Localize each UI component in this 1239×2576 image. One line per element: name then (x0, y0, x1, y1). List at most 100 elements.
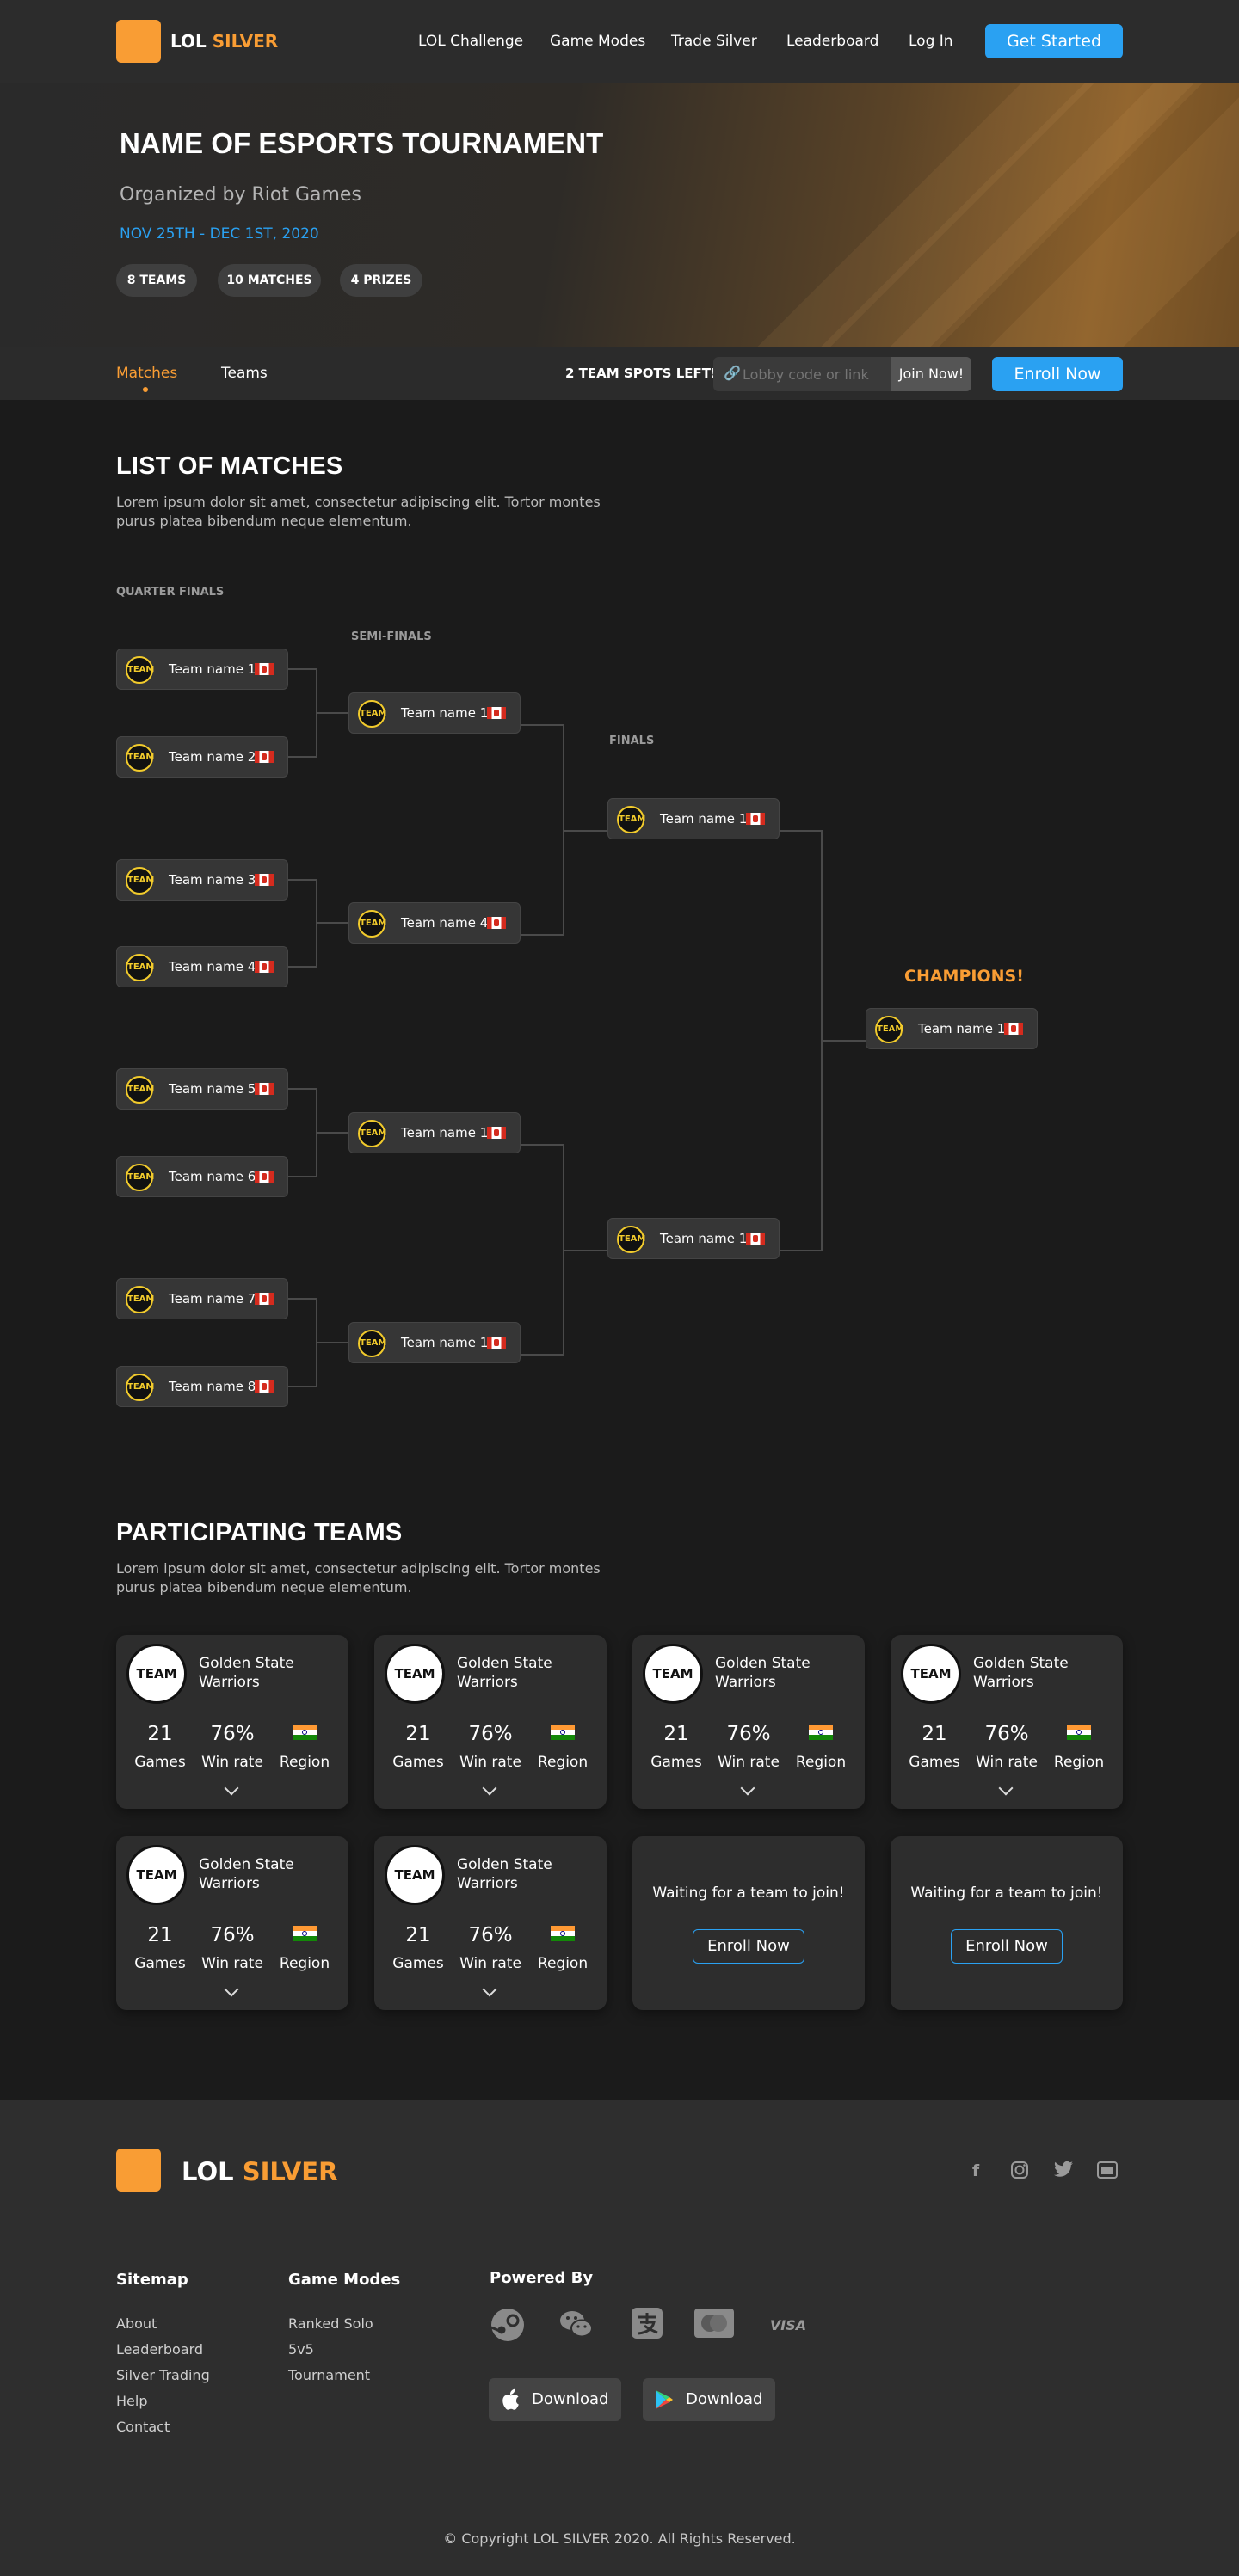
team-logo-avatar: TEAM (617, 1226, 645, 1253)
logo-text[interactable]: LOL SILVER (170, 31, 278, 52)
get-started-button[interactable]: Get Started (985, 24, 1123, 58)
logo-mark[interactable] (116, 20, 161, 63)
tab-bar: Matches Teams 2 TEAM SPOTS LEFT! 🔗 Join … (0, 347, 1239, 400)
finals-label: FINALS (609, 735, 655, 747)
team-logo-avatar: TEAM (126, 1845, 187, 1905)
expand-chevron-icon[interactable] (482, 1780, 497, 1796)
canada-flag-icon (255, 1380, 274, 1393)
games-label: Games (650, 1754, 702, 1771)
team-logo-avatar: TEAM (385, 1644, 445, 1704)
slot-enroll-button[interactable]: Enroll Now (693, 1929, 804, 1964)
mastercard-icon (693, 2308, 736, 2342)
matches-section-title: LIST OF MATCHES (116, 452, 343, 480)
nav-log-in[interactable]: Log In (909, 33, 953, 50)
top-nav: LOL SILVER LOL Challenge Game Modes Trad… (0, 0, 1239, 83)
team-logo-avatar: TEAM (358, 910, 386, 938)
google-play-download-button[interactable]: Download (643, 2378, 775, 2421)
team-logo-avatar: TEAM (126, 656, 154, 684)
empty-team-slot-card[interactable]: Waiting for a team to join!Enroll Now (891, 1836, 1123, 2010)
expand-chevron-icon[interactable] (740, 1780, 755, 1796)
enroll-now-button[interactable]: Enroll Now (992, 357, 1123, 391)
instagram-icon[interactable] (1009, 2161, 1030, 2181)
games-label: Games (392, 1754, 444, 1771)
matches-count-pill: 10 MATCHES (218, 264, 321, 297)
india-flag-icon (551, 1725, 575, 1740)
organizer-text: Organized by Riot Games (120, 184, 361, 206)
canada-flag-icon (255, 751, 274, 763)
game-mode-link[interactable]: Ranked Solo (288, 2315, 373, 2332)
facebook-icon[interactable]: f (971, 2161, 980, 2180)
canada-flag-icon (487, 1127, 506, 1139)
region-label: Region (279, 1754, 330, 1771)
team-logo-avatar: TEAM (126, 1374, 154, 1401)
sitemap-link[interactable]: Leaderboard (116, 2341, 204, 2358)
youtube-icon[interactable] (1097, 2161, 1118, 2181)
lobby-code-input[interactable] (743, 357, 915, 391)
games-value: 21 (405, 1924, 431, 1946)
expand-chevron-icon[interactable] (224, 1780, 239, 1796)
quarter-final-team[interactable]: TEAM Team name 1 (116, 649, 288, 690)
sitemap-link[interactable]: About (116, 2315, 157, 2332)
semi-finals-label: SEMI-FINALS (351, 630, 432, 643)
team-name: Team name 1 (169, 661, 256, 677)
tournament-dates: NOV 25TH - DEC 1ST, 2020 (120, 225, 319, 243)
team-name: Team name 1 (401, 705, 489, 721)
join-now-button[interactable]: Join Now! (891, 357, 971, 391)
slot-enroll-button[interactable]: Enroll Now (951, 1929, 1063, 1964)
nav-lol-challenge[interactable]: LOL Challenge (418, 33, 524, 50)
sitemap-link[interactable]: Silver Trading (116, 2367, 210, 2383)
region-label: Region (279, 1955, 330, 1972)
logo-text-silver: SILVER (212, 31, 279, 52)
expand-chevron-icon[interactable] (224, 1982, 239, 1997)
prizes-count-pill: 4 PRIZES (340, 264, 422, 297)
games-label: Games (134, 1754, 186, 1771)
winrate-value: 76% (210, 1924, 255, 1946)
game-mode-link[interactable]: Tournament (288, 2367, 371, 2383)
sitemap-link[interactable]: Help (116, 2393, 148, 2409)
twitter-icon[interactable] (1053, 2161, 1074, 2181)
expand-chevron-icon[interactable] (998, 1780, 1014, 1796)
nav-game-modes[interactable]: Game Modes (550, 33, 646, 50)
nav-trade-silver[interactable]: Trade Silver (671, 33, 757, 50)
region-label: Region (795, 1754, 847, 1771)
footer-logo-text[interactable]: LOL SILVER (182, 2157, 337, 2186)
tab-teams[interactable]: Teams (221, 365, 268, 382)
canada-flag-icon (746, 813, 765, 825)
empty-team-slot-card[interactable]: Waiting for a team to join!Enroll Now (632, 1836, 865, 2010)
nav-leaderboard[interactable]: Leaderboard (786, 33, 879, 50)
canada-flag-icon (255, 961, 274, 973)
team-logo-avatar: TEAM (126, 1164, 154, 1191)
winrate-value: 76% (726, 1723, 771, 1745)
bracket-connectors (288, 668, 866, 1387)
tab-matches[interactable]: Matches (116, 365, 178, 382)
team-logo-avatar: TEAM (643, 1644, 703, 1704)
game-mode-link[interactable]: 5v5 (288, 2341, 314, 2358)
team-logo-avatar: TEAM (901, 1644, 961, 1704)
winrate-label: Win rate (459, 1955, 521, 1972)
app-store-download-button[interactable]: Download (489, 2378, 621, 2421)
expand-chevron-icon[interactable] (482, 1982, 497, 1997)
footer-logo-mark[interactable] (116, 2149, 161, 2192)
team-card-name: Golden State Warriors (715, 1655, 811, 1691)
sitemap-link[interactable]: Contact (116, 2419, 170, 2435)
